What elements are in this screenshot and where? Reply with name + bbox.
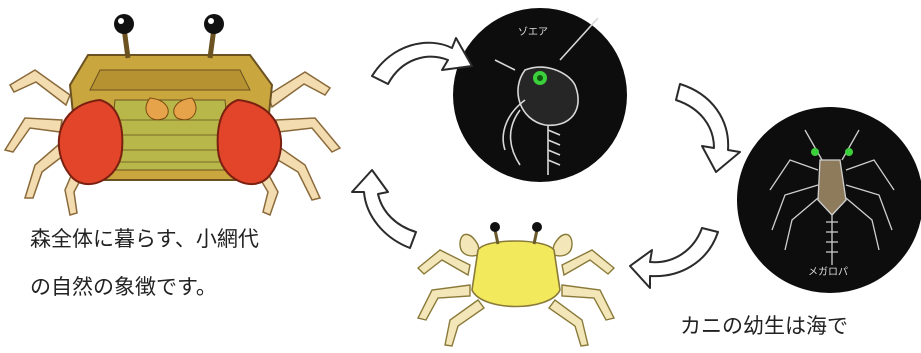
zoea-label: ゾエア xyxy=(518,26,548,38)
description-line-2: の自然の象徴です。 xyxy=(30,277,217,298)
adult-crab-illustration xyxy=(5,14,340,215)
megalopa-label: メガロパ xyxy=(808,266,848,278)
description-line-1: 森全体に暮らす、小網代 xyxy=(30,229,259,250)
zoea-larva-illustration: ゾエア xyxy=(453,8,627,182)
larva-caption: カニの幼生は海で xyxy=(680,316,848,337)
juvenile-crab-illustration xyxy=(418,222,614,346)
megalopa-larva-illustration: メガロパ xyxy=(737,107,921,293)
